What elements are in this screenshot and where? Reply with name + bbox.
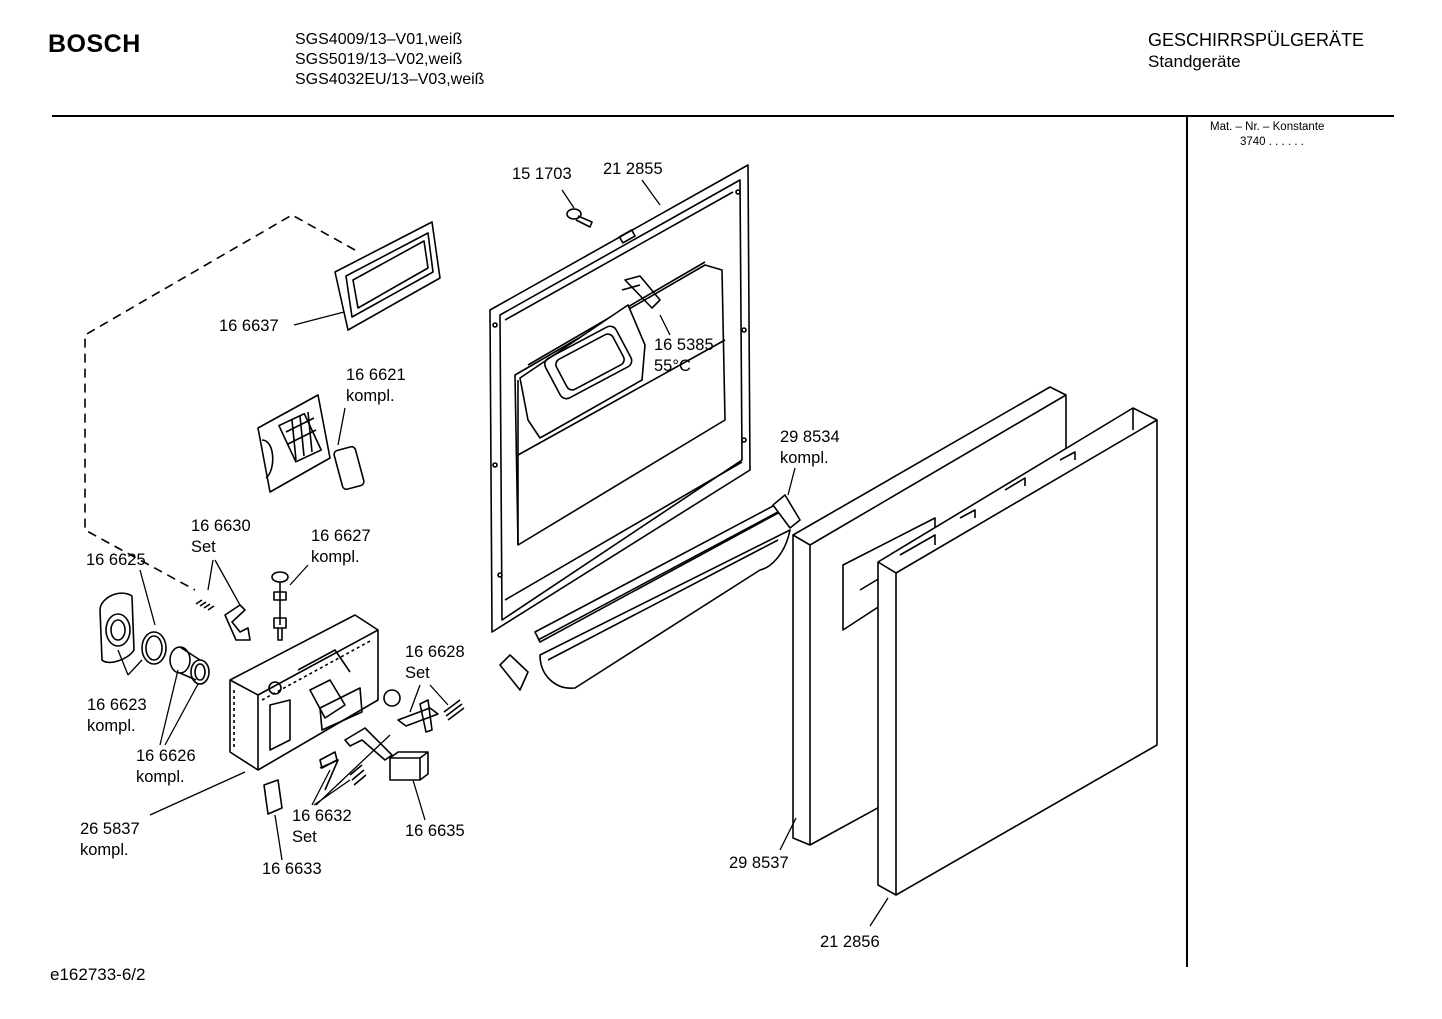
header-divider — [52, 115, 1394, 117]
label-p298534: 29 8534 — [780, 428, 840, 446]
lever-part — [224, 604, 251, 641]
model-line: SGS4032EU/13–V03,weiß — [295, 71, 485, 88]
label-p166635: 16 6635 — [405, 822, 465, 840]
material-info-label: Mat. – Nr. – Konstante — [1210, 121, 1325, 133]
label-p166632: 16 6632 — [292, 807, 352, 825]
label-p166626: 16 6626 — [136, 747, 196, 765]
outer-door-panel — [877, 407, 1158, 896]
label-p165385-sub: 55°C — [654, 357, 691, 375]
label-p212856: 21 2856 — [820, 933, 880, 951]
brand-logo: BOSCH — [48, 30, 141, 58]
spring-part — [195, 599, 215, 611]
trim-strip-part — [499, 504, 791, 691]
label-p151703: 15 1703 — [512, 165, 572, 183]
label-p265837-sub: kompl. — [80, 841, 129, 859]
label-p166627-sub: kompl. — [311, 548, 360, 566]
detergent-cover-part — [257, 394, 365, 493]
label-p166625: 16 6625 — [86, 551, 146, 569]
microswitch-part — [389, 751, 429, 781]
lid-part — [99, 592, 135, 664]
label-p166621-sub: kompl. — [346, 387, 395, 405]
material-info: Mat. – Nr. – Konstante 3740 . . . . . . — [1210, 120, 1324, 150]
label-p298537: 29 8537 — [729, 854, 789, 872]
assembly-dashed-line — [84, 214, 356, 591]
label-p166628: 16 6628 — [405, 643, 465, 661]
gasket-ring-part — [141, 631, 167, 665]
inner-door-panel — [489, 164, 751, 633]
label-p165385: 16 5385 — [654, 336, 714, 354]
category-block: GESCHIRRSPÜLGERÄTE Standgeräte — [1148, 30, 1364, 72]
material-info-value: 3740 . . . . . . — [1240, 136, 1304, 148]
hinge-part — [772, 494, 801, 529]
label-p166628-sub: Set — [405, 664, 430, 682]
seal-frame-part — [334, 221, 441, 331]
label-p166621: 16 6621 — [346, 366, 406, 384]
leader-lines — [117, 179, 889, 927]
label-p166626-sub: kompl. — [136, 768, 185, 786]
label-p166637: 16 6637 — [219, 317, 279, 335]
label-p166630: 16 6630 — [191, 517, 251, 535]
label-p212855: 21 2855 — [603, 160, 663, 178]
document-id: e162733-6/2 — [50, 965, 146, 984]
clip-part — [263, 779, 283, 815]
screw-part — [566, 208, 593, 228]
label-p166632-sub: Set — [292, 828, 317, 846]
part-labels: 15 1703 21 2855 16 6637 16 6621 kompl. 1… — [80, 160, 880, 951]
category-subtitle: Standgeräte — [1148, 52, 1241, 71]
model-list: SGS4009/13–V01,weiß SGS5019/13–V02,weiß … — [295, 30, 484, 90]
label-p166627: 16 6627 — [311, 527, 371, 545]
latch-set-part — [383, 689, 465, 733]
dispenser-housing-part — [229, 614, 379, 771]
sidebar-divider — [1186, 115, 1188, 967]
label-p298534-sub: kompl. — [780, 449, 829, 467]
valve-pin-part — [271, 571, 289, 641]
model-line: SGS5019/13–V02,weiß — [295, 51, 463, 68]
nozzle-part — [169, 646, 210, 685]
model-line: SGS4009/13–V01,weiß — [295, 31, 463, 48]
label-p166630-sub: Set — [191, 538, 216, 556]
label-p166623: 16 6623 — [87, 696, 147, 714]
label-p265837: 26 5837 — [80, 820, 140, 838]
label-p166623-sub: kompl. — [87, 717, 136, 735]
switch-set-part — [319, 727, 393, 791]
category-title: GESCHIRRSPÜLGERÄTE — [1148, 30, 1365, 50]
label-p166633: 16 6633 — [262, 860, 322, 878]
